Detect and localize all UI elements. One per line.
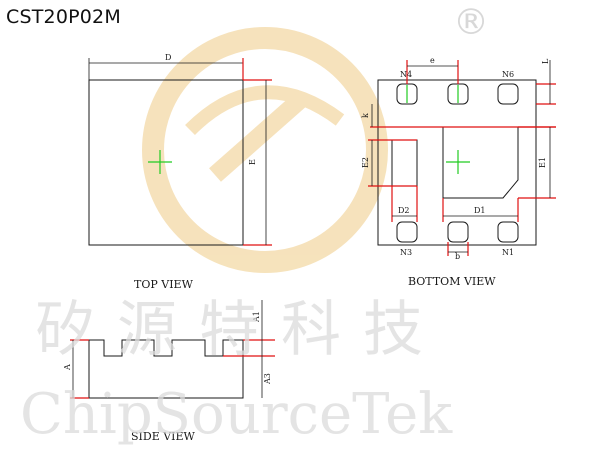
watermark-en: ChipSourceTek bbox=[20, 382, 453, 447]
pin-label-N1: N1 bbox=[502, 248, 514, 257]
dim-label-k: k bbox=[361, 113, 370, 118]
exposed-pad-small bbox=[391, 139, 418, 187]
title-side-view: SIDE VIEW bbox=[131, 430, 196, 443]
title-bottom-view: BOTTOM VIEW bbox=[408, 275, 496, 288]
pad-N6 bbox=[497, 83, 519, 105]
dim-label-D: D bbox=[165, 53, 171, 62]
dim-label-e: e bbox=[430, 56, 435, 65]
top-view: D E bbox=[88, 53, 272, 246]
pin-label-N6: N6 bbox=[502, 70, 514, 79]
pin-label-N3: N3 bbox=[400, 248, 412, 257]
side-view: A A1 A3 bbox=[63, 300, 275, 399]
dim-label-D1: D1 bbox=[474, 206, 486, 215]
dim-label-E: E bbox=[248, 159, 257, 165]
pad-N2 bbox=[447, 221, 469, 243]
pin-label-N4: N4 bbox=[400, 70, 412, 79]
dim-label-E2: E2 bbox=[361, 157, 370, 168]
registered-mark: ® bbox=[453, 2, 489, 43]
bottom-view: e L k E1 E2 D1 D2 b N4 N6 N3 N1 bbox=[361, 56, 556, 261]
watermark-cn: 矽源特科技 bbox=[35, 295, 445, 365]
part-number: CST20P02M bbox=[6, 6, 121, 28]
dim-label-L: L bbox=[541, 58, 550, 64]
title-top-view: TOP VIEW bbox=[134, 278, 194, 291]
dim-label-A1: A1 bbox=[252, 311, 261, 323]
dim-label-A3: A3 bbox=[263, 373, 272, 385]
pad-N3 bbox=[396, 221, 418, 243]
dim-label-b: b bbox=[455, 252, 460, 261]
logo-watermark bbox=[142, 27, 388, 273]
dim-label-D2: D2 bbox=[398, 206, 410, 215]
pad-N1 bbox=[497, 221, 519, 243]
dim-label-A: A bbox=[63, 364, 72, 371]
dim-label-E1: E1 bbox=[538, 157, 547, 168]
